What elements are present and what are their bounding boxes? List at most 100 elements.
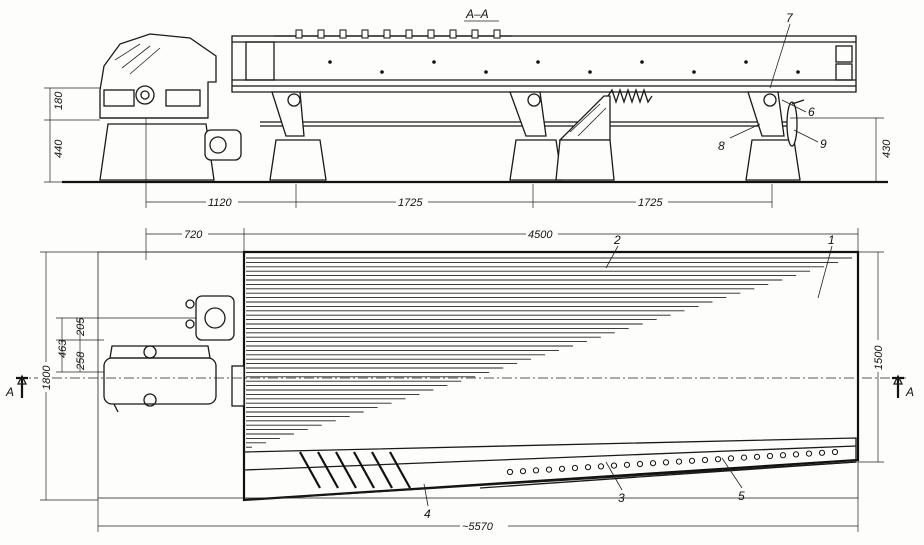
deck-corner-plate [835,45,853,63]
dim-span-3: 1725 [638,197,663,209]
support-1-base [269,139,327,181]
plan-callouts: 1 2 3 4 5 [423,233,835,521]
support-3-base [745,139,801,181]
chain-link [532,467,540,474]
conveyor-chain [506,448,839,476]
deck-rivet [744,60,748,64]
deck-outline [242,250,860,502]
callout-1: 1 [828,233,835,247]
rail-fitting [427,29,435,39]
bearing-left [103,89,135,107]
dim-span-2: 1725 [398,197,423,209]
side-dimensions: 180 440 430 1120 1725 1725 [44,87,893,209]
deck-rivet [380,70,384,74]
rail-fitting [295,29,303,39]
launder-strut [389,451,411,489]
dim-left-a: 463 [57,339,69,358]
gearbox-hatch [114,43,161,75]
dim-h-base: 440 [53,139,65,158]
deck-lower-rail [231,86,857,93]
chain-link [584,464,592,471]
side-launder [243,437,857,501]
support-3-bracket [747,91,785,137]
chain-link [831,448,839,456]
deck-rivet [692,70,696,74]
launder-strut [371,451,393,489]
adjusting-handwheel [786,101,798,147]
rail-fitting [361,29,369,39]
rail-fitting [339,29,347,39]
rail-fitting [493,29,501,39]
side-view: 180 440 430 1120 1725 1725 7 6 8 [44,11,893,209]
riffle-bars [246,257,852,448]
section-title: A–A [465,7,489,21]
bearing-right [165,89,201,107]
callout-6: 6 [808,105,815,119]
dim-left-c: 205 [75,317,87,337]
side-callouts: 7 6 8 9 [718,11,827,153]
section-marker-right: A [905,385,914,399]
dim-h-top: 180 [53,91,65,110]
dim-top-main: 4500 [528,229,553,241]
rail-fitting [317,29,325,39]
deck-rivet [640,60,644,64]
tension-spring [607,87,653,105]
support-1-bracket [271,91,305,137]
callout-5: 5 [738,489,745,503]
top-rail-fittings [295,29,501,39]
motor-pulley [209,136,227,154]
rail-fitting [383,29,391,39]
chain-link [610,462,618,469]
callout-2: 2 [613,233,621,247]
plan-coupling [231,365,245,407]
chain-link [701,456,709,464]
support-1 [269,91,327,181]
plan-gearbox [103,357,217,405]
support-2-base [509,139,563,181]
deck-rivet [484,70,488,74]
section-marker-left: A [5,385,14,399]
gearbox-shaft [135,85,155,105]
chain-link [636,460,644,468]
deck-rivet [432,60,436,64]
deck-end-plate [245,41,275,81]
dim-right-height: 1500 [873,345,885,370]
chain-link [740,454,748,461]
deck-rivet [536,60,540,64]
launder-strut [299,451,321,489]
chain-link [571,464,579,472]
chain-link [766,452,774,460]
plan-dimensions: 720 4500 1800 463 258 205 1500 [38,227,886,533]
chain-link [519,468,527,475]
callout-8: 8 [718,139,725,153]
support-2 [509,91,615,181]
launder-strut [335,451,357,489]
rail-fitting [471,29,479,39]
chain-link [779,452,787,459]
chain-link [649,460,657,467]
chain-link [662,459,670,466]
deck-frame [231,35,857,87]
support-3 [745,91,801,181]
chain-link [675,458,683,465]
dim-span-1: 1120 [208,197,233,209]
callout-3: 3 [618,491,625,505]
chain-link [805,450,813,457]
rail-fitting [405,29,413,39]
deck-rivet [328,60,332,64]
plan-view: A A 720 4500 1800 463 258 205 [5,227,914,533]
deck-rivet [796,70,800,74]
chain-link [792,451,800,458]
belt-drive [109,345,211,359]
launder-strut [317,451,339,489]
chain-link [753,453,761,460]
rail-fitting [449,29,457,39]
callout-7: 7 [786,11,794,25]
plan-motor [195,295,235,341]
chain-link [506,468,514,476]
dim-bottom-overall: ~5570 [462,521,494,533]
dim-top-left: 720 [184,229,203,241]
deck-rivets [328,60,800,74]
